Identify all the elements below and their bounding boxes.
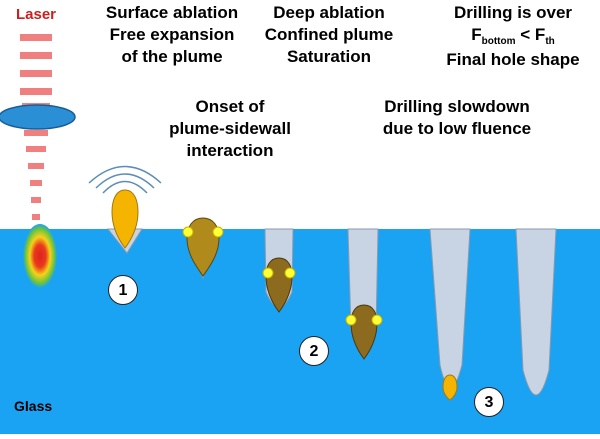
- stage-3-caption: Deep ablation Confined plume Saturation: [243, 2, 415, 68]
- stage-5-line-3: Final hole shape: [446, 50, 580, 69]
- stage-3-hole: [262, 228, 296, 313]
- stage-4-line-2: due to low fluence: [382, 119, 532, 138]
- laser-hotspot: [23, 224, 57, 288]
- final-hole-right: [515, 228, 557, 396]
- stage-2-line-2: plume-sidewall: [169, 119, 291, 138]
- shockwave-arc-2: [95, 173, 155, 189]
- stage-5-caption: Drilling is over Fbottom < Fth Final hol…: [430, 2, 596, 71]
- marker-2: 2: [299, 336, 329, 366]
- condition-rhs: F: [534, 25, 546, 44]
- stage-4-caption: Drilling slowdown due to low fluence: [352, 96, 562, 140]
- condition-lhs-sub: bottom: [481, 36, 516, 47]
- focus-lens-ellipse: [0, 104, 76, 130]
- stage-2-line-1: Onset of: [195, 97, 265, 116]
- condition-rhs-sub: th: [545, 36, 555, 47]
- stage-3-line-1: Deep ablation: [273, 3, 385, 22]
- marker-1: 1: [108, 275, 138, 305]
- stage-2-line-3: interaction: [186, 141, 274, 160]
- stage-3-line-3: Saturation: [286, 47, 372, 66]
- stage-1-line-1: Surface ablation: [105, 3, 239, 22]
- laser-label: Laser: [15, 6, 57, 23]
- marker-3: 3: [474, 387, 504, 417]
- residual-plume: [442, 374, 458, 401]
- stage-5-line-1: Drilling is over: [453, 3, 573, 22]
- stage-1-caption: Surface ablation Free expansion of the p…: [74, 2, 270, 68]
- condition-op: <: [520, 25, 531, 44]
- stage-5-condition: Fbottom < Fth: [430, 24, 596, 49]
- stage-1-line-2: Free expansion: [109, 25, 235, 44]
- glass-label: Glass: [14, 398, 53, 414]
- stage-2-caption: Onset of plume-sidewall interaction: [130, 96, 330, 162]
- stage-4-hole: [345, 228, 383, 360]
- stage-4-line-1: Drilling slowdown: [384, 97, 530, 116]
- stage-1-crater: [88, 165, 162, 254]
- condition-lhs: F: [471, 25, 482, 44]
- stage-1-plume: [111, 189, 139, 249]
- shockwave-arc-1: [102, 180, 148, 194]
- shockwave-arc-3: [88, 165, 162, 184]
- stage-3-line-2: Confined plume: [264, 25, 394, 44]
- glass-substrate: [0, 229, 600, 434]
- stage-2-crater: [182, 217, 224, 280]
- stage-5-holes: [429, 228, 557, 401]
- stage-1-line-3: of the plume: [121, 47, 223, 66]
